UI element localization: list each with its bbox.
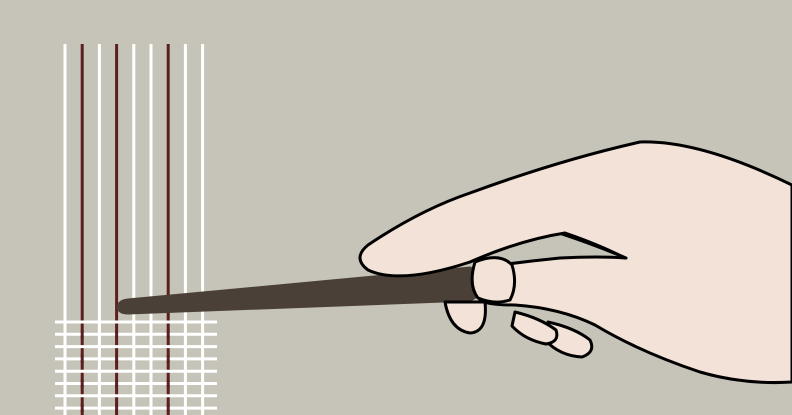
thumb-tip: [472, 258, 514, 302]
